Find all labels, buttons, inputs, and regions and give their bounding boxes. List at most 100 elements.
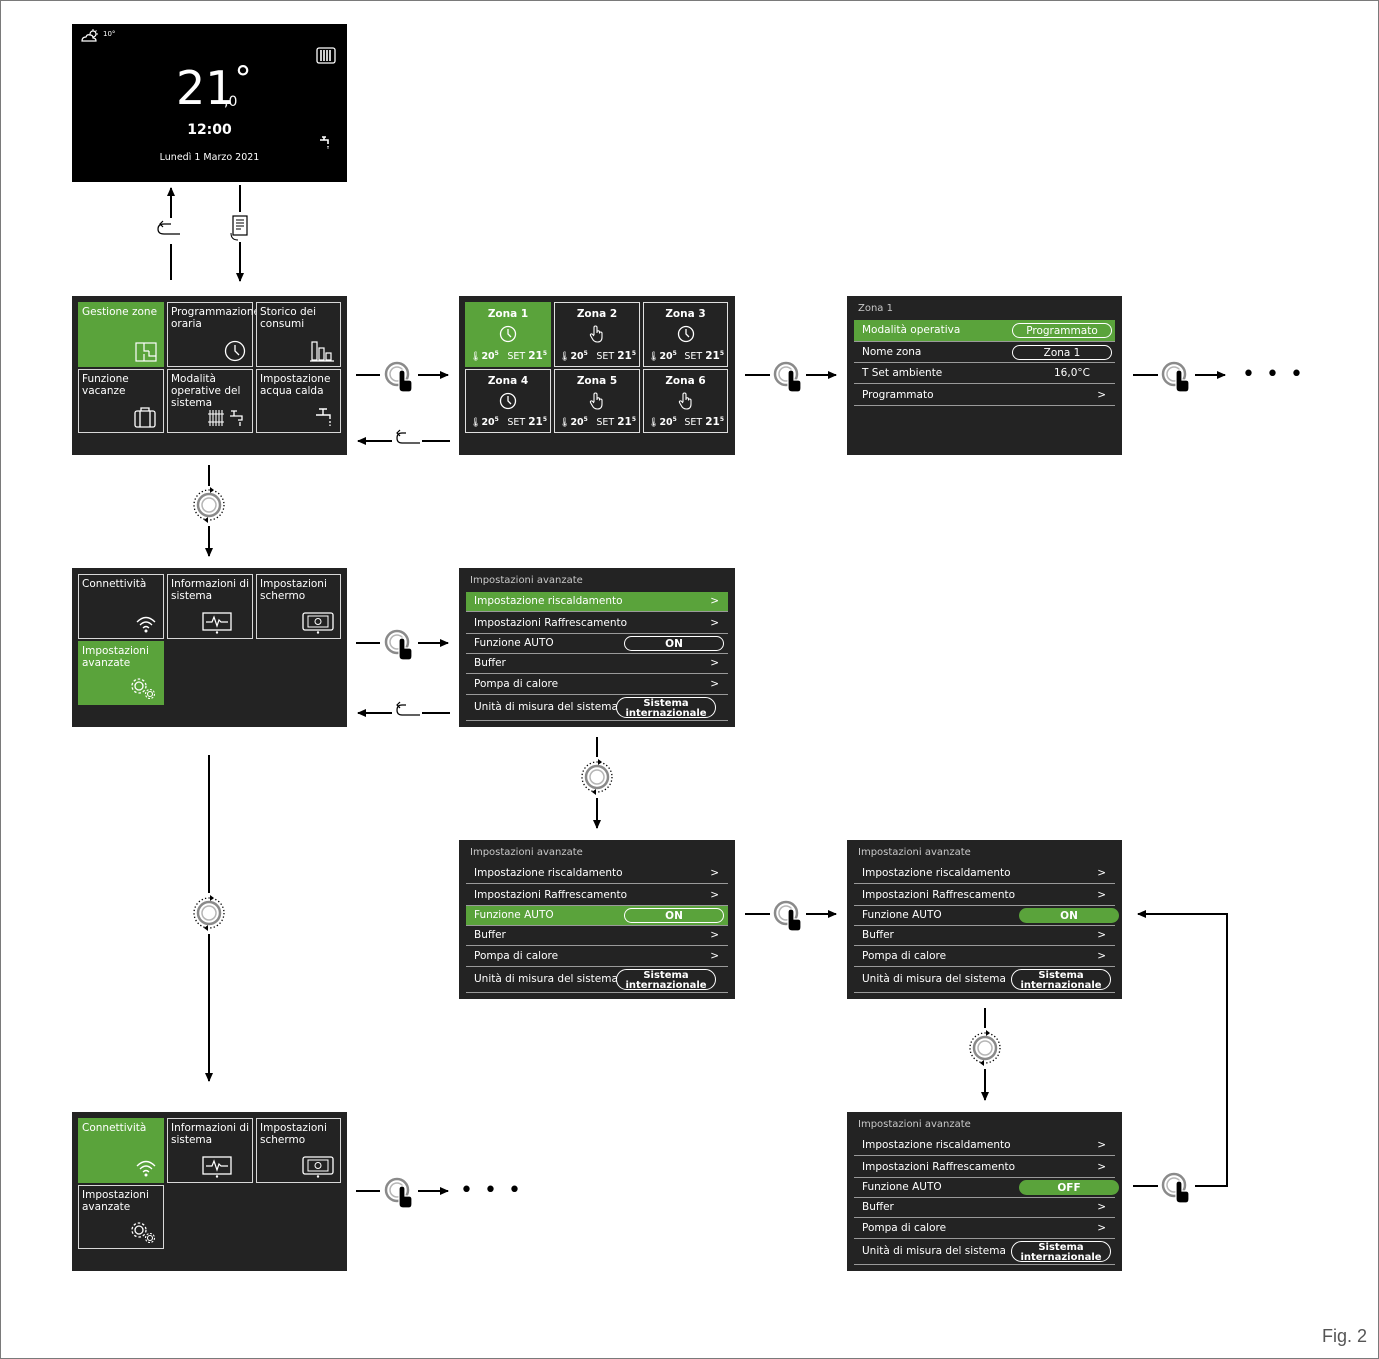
row-label: Unità di misura del sistema bbox=[862, 973, 1006, 985]
tile-connettivita[interactable]: Connettività bbox=[78, 574, 164, 639]
settings-row[interactable]: Buffer> bbox=[854, 926, 1115, 946]
tile-impostazioni-avanzate[interactable]: Impostazioni avanzate bbox=[78, 1185, 164, 1249]
tile-gestione-zone[interactable]: Gestione zone bbox=[78, 302, 164, 367]
tile-storico-consumi[interactable]: Storico dei consumi bbox=[256, 302, 341, 367]
tile-modalita-operative[interactable]: Modalità operative del sistema bbox=[167, 369, 253, 433]
suitcase-icon bbox=[134, 407, 156, 428]
row-label: Unità di misura del sistema bbox=[474, 973, 618, 985]
bar-chart-icon bbox=[310, 341, 334, 362]
tile-impostazioni-schermo[interactable]: Impostazioni schermo bbox=[256, 1118, 341, 1183]
settings-row[interactable]: Buffer> bbox=[466, 654, 728, 674]
thermometer-icon: 🌡 bbox=[559, 418, 571, 428]
chevron-right-icon: > bbox=[710, 867, 719, 879]
auto-toggle-pill[interactable]: ON bbox=[624, 908, 724, 923]
unit-line-2: internazionale bbox=[625, 979, 707, 991]
zone-set-decimal: 5 bbox=[631, 415, 636, 423]
settings-row[interactable]: Impostazione riscaldamento> bbox=[466, 592, 728, 612]
unit-line-1: Sistema bbox=[1038, 1242, 1084, 1253]
chevron-right-icon: > bbox=[1097, 889, 1106, 901]
home-screen: 10° 21°,0 12:00 Lunedì 1 Marzo 2021 bbox=[72, 24, 347, 182]
zone-name: Zona 5 bbox=[576, 375, 618, 387]
zone-icon bbox=[644, 392, 727, 414]
settings-row[interactable]: Pompa di calore > bbox=[854, 947, 1115, 967]
settings-row[interactable]: Impostazioni Raffrescamento > bbox=[854, 886, 1115, 906]
settings-row[interactable]: Funzione AUTO OFF bbox=[854, 1178, 1119, 1198]
zone-set-decimal: 5 bbox=[542, 349, 547, 357]
row-label: Unità di misura del sistema bbox=[474, 701, 618, 713]
settings-row[interactable]: Impostazione riscaldamento> bbox=[854, 1136, 1115, 1156]
gears-icon bbox=[131, 678, 156, 700]
row-programmato[interactable]: Programmato > bbox=[854, 386, 1115, 406]
main-menu-screen: Gestione zone Programmazione oraria Stor… bbox=[72, 296, 347, 455]
settings-row[interactable]: Pompa di calore> bbox=[466, 675, 728, 695]
row-label: Funzione AUTO bbox=[862, 1181, 942, 1193]
settings-row[interactable]: Buffer> bbox=[854, 1198, 1115, 1218]
auto-toggle-pill[interactable]: OFF bbox=[1019, 1180, 1119, 1195]
auto-toggle-pill[interactable]: ON bbox=[624, 636, 724, 651]
tile-label: Informazioni di sistema bbox=[171, 578, 250, 602]
tile-connettivita[interactable]: Connettività bbox=[78, 1118, 164, 1183]
knob-press-icon bbox=[1163, 1174, 1189, 1203]
tile-programmazione-oraria[interactable]: Programmazione oraria bbox=[167, 302, 260, 367]
zone-icon bbox=[466, 392, 550, 414]
zone-temp: 🌡205 bbox=[559, 416, 588, 428]
tile-impostazioni-schermo[interactable]: Impostazioni schermo bbox=[256, 574, 341, 639]
screen-title: Zona 1 bbox=[858, 303, 893, 314]
row-modalita-operativa[interactable]: Modalità operativa Programmato bbox=[854, 320, 1115, 342]
knob-press-icon bbox=[386, 363, 412, 392]
ellipsis-1: • • • bbox=[1242, 362, 1305, 387]
settings-row[interactable]: Funzione AUTO ON bbox=[466, 634, 728, 654]
chevron-right-icon: > bbox=[1097, 1161, 1106, 1173]
row-label: Impostazioni Raffrescamento bbox=[862, 889, 1016, 901]
settings-row[interactable]: Pompa di calore> bbox=[466, 947, 728, 967]
auto-toggle-pill[interactable]: ON bbox=[1019, 908, 1119, 923]
zone-temp-value: 20 bbox=[481, 417, 495, 428]
tile-label: Informazioni di sistema bbox=[171, 1122, 250, 1146]
settings-row[interactable]: Impostazioni Raffrescamento> bbox=[466, 886, 728, 906]
tile-informazioni-sistema[interactable]: Informazioni di sistema bbox=[167, 574, 253, 639]
chevron-right-icon: > bbox=[1097, 389, 1106, 401]
row-t-set-ambiente[interactable]: T Set ambiente 16,0°C bbox=[854, 364, 1115, 384]
chevron-right-icon: > bbox=[1097, 950, 1106, 962]
tile-informazioni-sistema[interactable]: Informazioni di sistema bbox=[167, 1118, 253, 1183]
row-label: Pompa di calore bbox=[862, 950, 947, 962]
zone-temp: 🌡205 bbox=[470, 416, 499, 428]
tile-impostazioni-avanzate[interactable]: Impostazioni avanzate bbox=[78, 641, 164, 705]
settings-row[interactable]: Impostazione riscaldamento> bbox=[854, 864, 1115, 884]
settings-row[interactable]: Impostazioni Raffrescamento> bbox=[466, 614, 728, 634]
settings-row[interactable]: Pompa di calore> bbox=[854, 1219, 1115, 1239]
settings-row[interactable]: Impostazioni Raffrescamento> bbox=[854, 1158, 1115, 1178]
tile-impostazione-acqua-calda[interactable]: Impostazione acqua calda bbox=[256, 369, 341, 433]
zone-set-value: 21 bbox=[617, 350, 632, 362]
knob-press-icon bbox=[386, 1179, 412, 1208]
settings-row[interactable]: Impostazione riscaldamento> bbox=[466, 864, 728, 884]
row-label: Funzione AUTO bbox=[474, 637, 554, 649]
zone-temp: 🌡205 bbox=[470, 350, 499, 362]
settings-row[interactable]: Buffer> bbox=[466, 926, 728, 946]
wifi-icon bbox=[136, 616, 156, 633]
row-nome-zona[interactable]: Nome zona Zona 1 bbox=[854, 343, 1115, 363]
zone1-detail-screen: Zona 1 Modalità operativa Programmato No… bbox=[847, 296, 1122, 455]
zone-set: SET 215 bbox=[507, 416, 547, 428]
zone-temp-decimal: 5 bbox=[494, 349, 499, 357]
tile-funzione-vacanze[interactable]: Funzione vacanze bbox=[78, 369, 164, 433]
zone-set-value: 21 bbox=[528, 350, 543, 362]
